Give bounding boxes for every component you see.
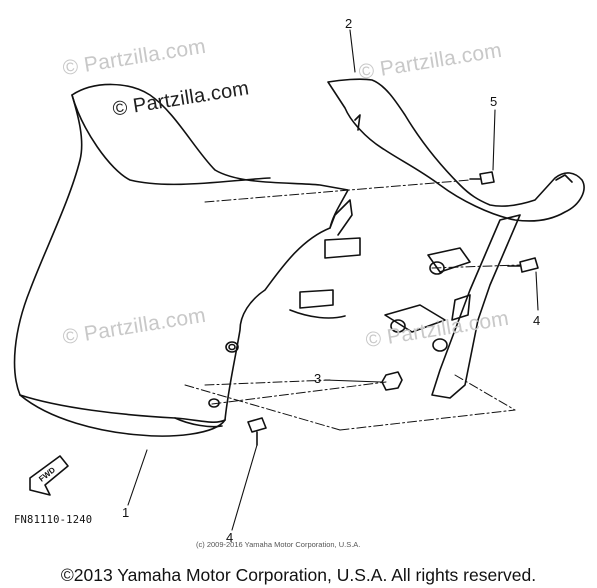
fwd-arrow <box>29 455 69 496</box>
callout-5: 5 <box>490 94 498 109</box>
part-1-lower-cowl <box>13 83 361 437</box>
callout-4-right: 4 <box>533 313 541 328</box>
footer-copyright: ©2013 Yamaha Motor Corporation, U.S.A. A… <box>60 565 537 585</box>
part-2-side-cover <box>327 78 585 222</box>
callout-2: 2 <box>345 16 353 31</box>
bracket-arm <box>384 214 521 399</box>
part-4-bolt-lower <box>247 417 267 446</box>
part-4-bolt-right <box>507 257 539 273</box>
small-copyright: (c) 2009-2016 Yamaha Motor Corporation, … <box>196 540 361 549</box>
leader-lines <box>127 29 539 531</box>
part-5-bolt <box>469 171 495 185</box>
callout-1: 1 <box>122 505 130 520</box>
drawing-code: FN81110-1240 <box>14 514 93 526</box>
callout-4-lower: 4 <box>226 530 234 545</box>
callout-3: 3 <box>314 371 322 386</box>
alignment-lines <box>184 179 521 431</box>
part-3-nut <box>381 371 403 391</box>
